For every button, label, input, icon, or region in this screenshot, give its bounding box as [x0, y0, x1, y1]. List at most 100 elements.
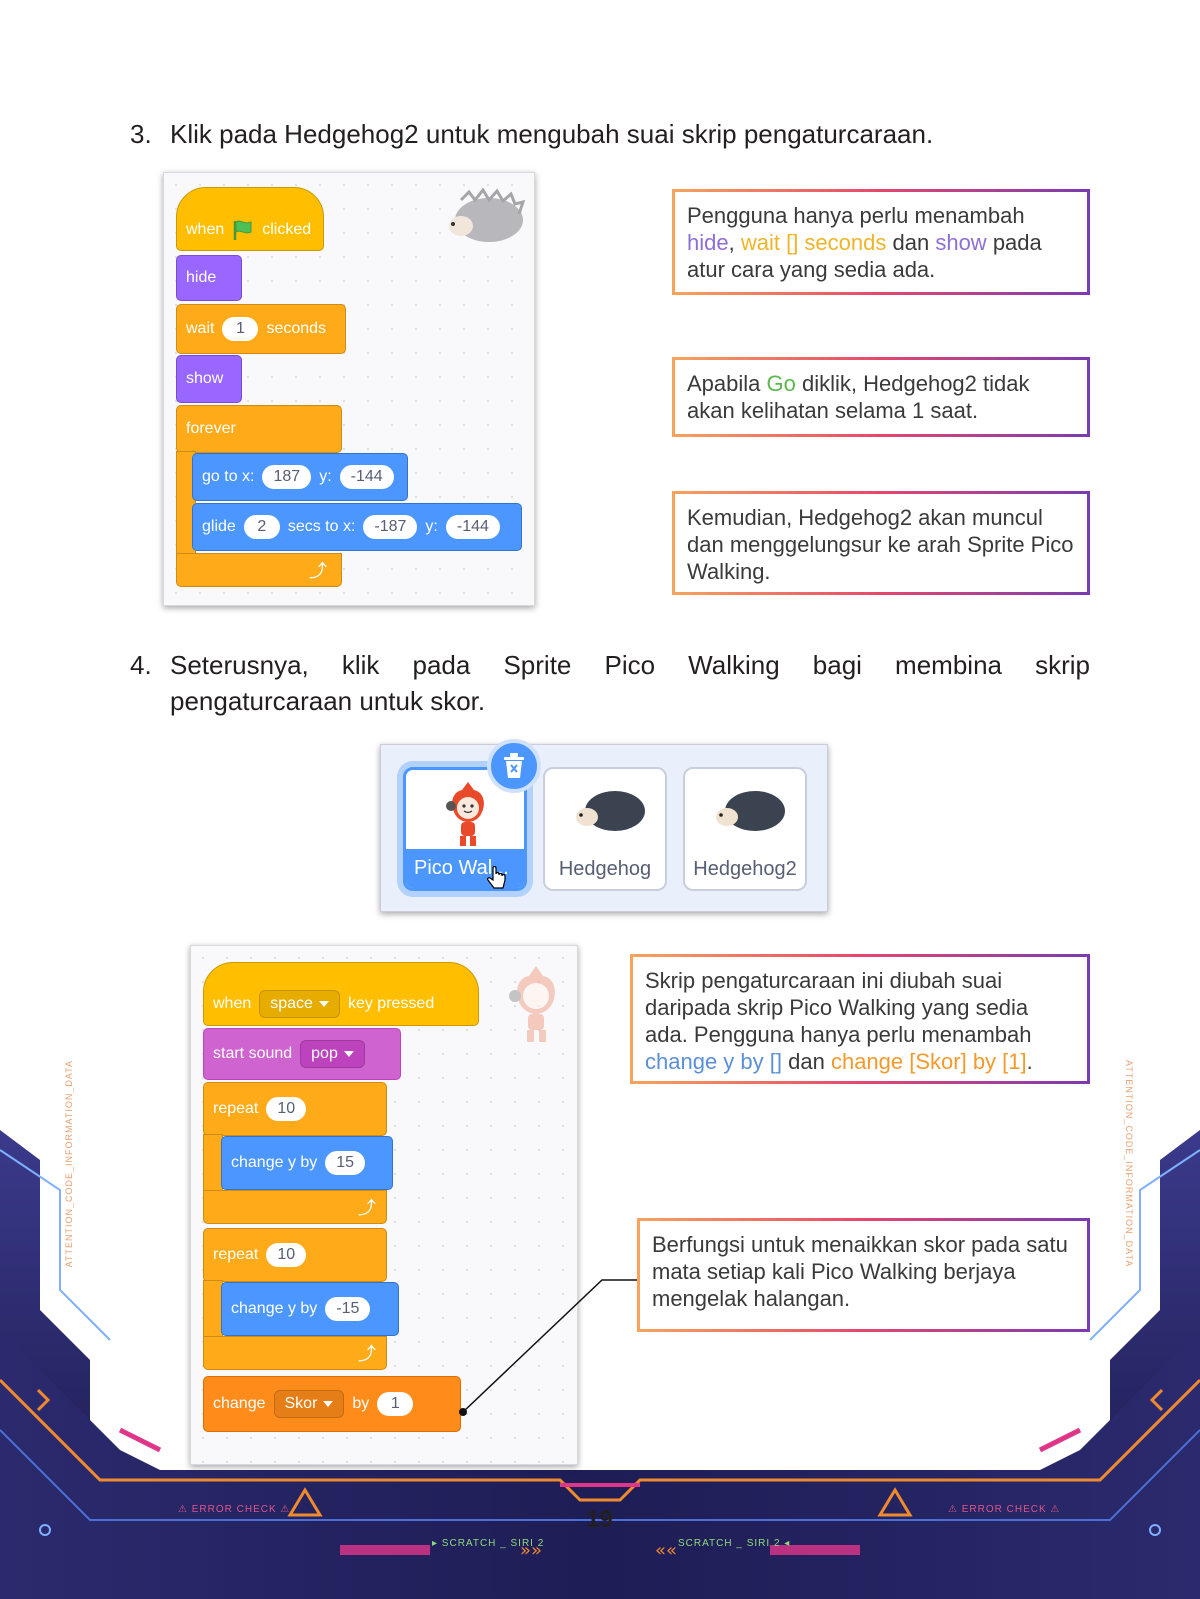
glide-label: glide — [202, 518, 236, 535]
note4-change-skor: change [Skor] by [1] — [830, 1049, 1027, 1074]
error-check-right: ⚠ ERROR CHECK ⚠ — [948, 1504, 1061, 1515]
forever-block[interactable]: forever — [176, 405, 342, 453]
repeat-count-input[interactable]: 10 — [266, 1243, 307, 1267]
side-tag-left: ATTENTION_CODE_INFORMATION_DATA — [64, 1060, 74, 1268]
goto-x-input[interactable]: 187 — [262, 465, 312, 489]
go-to-xy-block[interactable]: go to x: 187 y: -144 — [192, 453, 408, 501]
change-value-input[interactable]: 1 — [377, 1392, 414, 1416]
key-dropdown[interactable]: space — [259, 990, 340, 1018]
goto-label: go to x: — [202, 468, 255, 485]
delete-sprite-button[interactable] — [487, 739, 541, 793]
tech-frame-decoration: »» «« — [0, 1130, 1200, 1599]
hedgehog2-sprite-icon — [716, 791, 785, 831]
pico-ghost-icon — [509, 966, 555, 1042]
wait-label: wait — [186, 320, 215, 337]
change-y-block-2[interactable]: change y by -15 — [221, 1282, 399, 1336]
pico-walking-script-panel: when space key pressed start sound pop r… — [190, 945, 578, 1465]
loop-arrow-icon: ⤴ — [358, 1344, 376, 1364]
change-variable-block[interactable]: change Skor by 1 — [203, 1376, 461, 1432]
trash-icon — [504, 753, 524, 778]
repeat-block-1[interactable]: repeat 10 — [203, 1082, 387, 1136]
show-block[interactable]: show — [176, 355, 242, 403]
hide-block[interactable]: hide — [176, 255, 242, 301]
start-sound-block[interactable]: start sound pop — [203, 1028, 401, 1080]
note1-pada: pada — [992, 230, 1042, 255]
forever-label: forever — [186, 420, 236, 437]
when-label: when — [186, 221, 225, 238]
green-flag-icon — [234, 220, 252, 240]
change-label: change — [213, 1395, 266, 1412]
note2-before: Apabila — [687, 371, 761, 396]
side-tag-right: ATTENTION_CODE_INFORMATION_DATA — [1124, 1060, 1134, 1268]
svg-text:««: «« — [655, 1540, 677, 1561]
page-number: 19 — [586, 1506, 613, 1533]
repeat-block-2[interactable]: repeat 10 — [203, 1228, 387, 1282]
sprite-label: Hedgehog — [558, 858, 652, 880]
sprite-tile-hedgehog[interactable]: Hedgehog — [543, 767, 667, 891]
step-text: Klik pada Hedgehog2 untuk mengubah suai … — [170, 119, 934, 149]
goto-y-label: y: — [319, 468, 332, 485]
note1-dan: dan — [892, 230, 930, 255]
repeat-count-input[interactable]: 10 — [266, 1097, 307, 1121]
when-key-pressed-block[interactable]: when space key pressed — [203, 962, 479, 1026]
change-y-label: change y by — [231, 1154, 318, 1171]
secs-to-x-label: secs to x: — [287, 518, 356, 535]
note-add-blocks: Pengguna hanya perlu menambah hide, wait… — [672, 189, 1090, 295]
note-hedgehog-glide: Kemudian, Hedgehog2 akan muncul dan meng… — [672, 491, 1090, 595]
wait-seconds-block[interactable]: wait 1 seconds — [176, 304, 346, 354]
note2-go: Go — [766, 371, 796, 396]
note4-change-y: change y by [] — [645, 1049, 782, 1074]
step-4-line2: pengaturcaraan untuk skor. — [170, 686, 486, 716]
repeat-1-arm — [203, 1134, 223, 1192]
repeat-2-bottom: ⤴ — [203, 1336, 387, 1370]
sound-value: pop — [311, 1045, 338, 1062]
hedgehog2-script-panel: when clicked hide wait 1 seconds show fo… — [163, 172, 535, 606]
change-y-block-1[interactable]: change y by 15 — [221, 1136, 393, 1190]
key-value: space — [270, 995, 313, 1012]
forever-bottom: ⤴ — [176, 553, 342, 587]
seconds-label: seconds — [266, 320, 327, 337]
variable-dropdown[interactable]: Skor — [273, 1390, 345, 1418]
change-y-input[interactable]: -15 — [325, 1297, 371, 1321]
dropdown-arrow-icon — [318, 1001, 329, 1007]
change-y-input[interactable]: 15 — [325, 1151, 366, 1175]
repeat-label: repeat — [213, 1246, 259, 1263]
step-number: 3. — [130, 119, 152, 149]
glide-y-input[interactable]: -144 — [445, 515, 500, 539]
start-sound-label: start sound — [213, 1045, 293, 1062]
repeat-label: repeat — [213, 1100, 259, 1117]
step-text-line1: Seterusnya, klik pada Sprite Pico Walkin… — [170, 650, 1090, 680]
wait-value-input[interactable]: 1 — [222, 317, 259, 341]
svg-text:»»: »» — [520, 1540, 542, 1561]
loop-arrow-icon: ⤴ — [358, 1198, 376, 1218]
note4-period: . — [1026, 1049, 1033, 1074]
hedgehog-icon — [449, 188, 526, 242]
note1-line3: atur cara yang sedia ada. — [687, 257, 936, 282]
note3-text: Kemudian, Hedgehog2 akan muncul dan meng… — [687, 505, 1074, 584]
glide-block[interactable]: glide 2 secs to x: -187 y: -144 — [192, 503, 522, 551]
note1-hide: hide — [687, 230, 729, 255]
note1-show: show — [935, 230, 987, 255]
by-label: by — [352, 1395, 370, 1412]
pico-sprite-icon — [446, 782, 484, 846]
dropdown-arrow-icon — [323, 1401, 334, 1407]
error-check-left: ⚠ ERROR CHECK ⚠ — [178, 1504, 291, 1515]
when-flag-clicked-block[interactable]: when clicked — [176, 187, 324, 251]
when-label: when — [213, 995, 252, 1012]
dropdown-arrow-icon — [343, 1051, 354, 1057]
sprite-tile-hedgehog2[interactable]: Hedgehog2 — [683, 767, 807, 891]
step-4-instruction: 4.Seterusnya, klik pada Sprite Pico Walk… — [130, 648, 1090, 682]
glide-x-input[interactable]: -187 — [363, 515, 418, 539]
glide-secs-input[interactable]: 2 — [243, 515, 280, 539]
goto-y-input[interactable]: -144 — [339, 465, 394, 489]
sound-dropdown[interactable]: pop — [300, 1040, 365, 1068]
hand-cursor-icon — [487, 866, 506, 889]
sprite-label: Hedgehog2 — [693, 858, 797, 880]
repeat-1-bottom: ⤴ — [203, 1190, 387, 1224]
loop-arrow-icon: ⤴ — [309, 561, 327, 581]
key-pressed-label: key pressed — [347, 995, 435, 1012]
glide-y-label: y: — [425, 518, 438, 535]
note-score-function: Berfungsi untuk menaikkan skor pada satu… — [637, 1218, 1090, 1332]
note4-dan: dan — [788, 1049, 825, 1074]
variable-value: Skor — [284, 1395, 318, 1412]
